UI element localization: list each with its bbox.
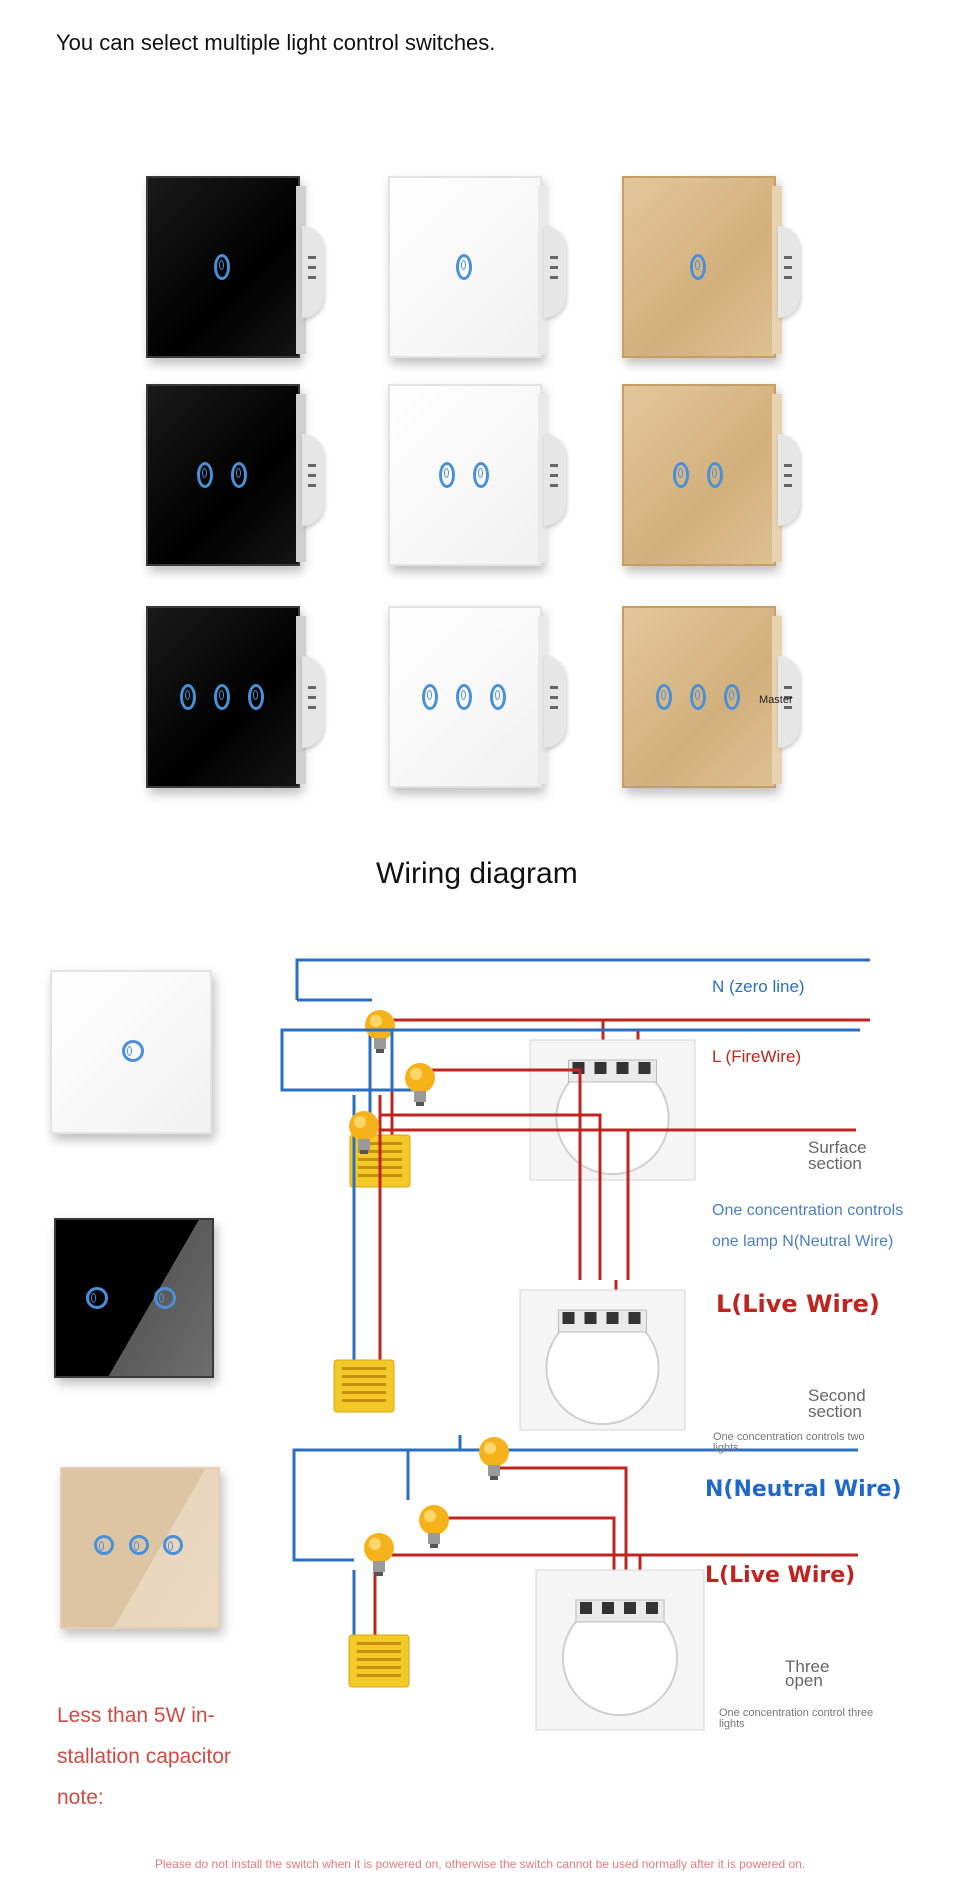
touch-key-icon bbox=[439, 462, 455, 488]
neutral-wire bbox=[280, 1050, 420, 1092]
touch-key-icon bbox=[214, 684, 230, 710]
live-wire bbox=[492, 1455, 628, 1570]
white-1-gang-switch bbox=[388, 176, 566, 358]
footer-warning: Please do not install the switch when it… bbox=[154, 1857, 806, 1871]
live-wire bbox=[373, 1553, 858, 1560]
neutral-line-label: N (zero line) bbox=[712, 977, 805, 996]
light-bulb-icon bbox=[349, 1111, 379, 1154]
touch-key-icon bbox=[129, 1535, 149, 1555]
wiring-diagram-drawing bbox=[280, 958, 870, 1731]
gold-1-gang-switch bbox=[622, 176, 800, 358]
gold-2-gang-switch bbox=[622, 384, 800, 566]
black-3-gang-switch bbox=[146, 606, 324, 788]
neutral-wire bbox=[292, 1475, 354, 1562]
touch-key-icon bbox=[86, 1287, 108, 1309]
live-wire bbox=[380, 1113, 602, 1280]
touch-key-icon bbox=[122, 1040, 144, 1062]
capacitor-note: Less than 5W in- stallation capacitor no… bbox=[57, 1704, 231, 1809]
touch-key-icon bbox=[690, 684, 706, 710]
switch-back-plate bbox=[529, 1039, 696, 1181]
light-bulb-icon bbox=[364, 1533, 394, 1576]
touch-key-icon bbox=[422, 684, 438, 710]
black-1-gang-switch bbox=[146, 176, 324, 358]
master-label: Master bbox=[759, 694, 793, 706]
touch-key-icon bbox=[707, 462, 723, 488]
neutral-wire bbox=[280, 1028, 860, 1050]
touch-key-icon bbox=[690, 254, 706, 280]
touch-key-icon bbox=[197, 462, 213, 488]
live-line-label: L(Live Wire) bbox=[705, 1563, 856, 1588]
touch-key-icon bbox=[456, 254, 472, 280]
wiring-diagram-title: Wiring diagram bbox=[376, 857, 578, 890]
intro-text: You can select multiple light control sw… bbox=[56, 30, 496, 55]
touch-key-icon bbox=[724, 684, 740, 710]
gold-3-gang-switch bbox=[622, 606, 800, 788]
light-bulb-icon bbox=[365, 1010, 395, 1053]
touch-key-icon bbox=[656, 684, 672, 710]
touch-key-icon bbox=[231, 462, 247, 488]
switch-back-plate bbox=[535, 1569, 705, 1731]
touch-key-icon bbox=[154, 1287, 176, 1309]
white-2-gang-switch bbox=[388, 384, 566, 566]
touch-key-icon bbox=[214, 254, 230, 280]
touch-key-icon bbox=[473, 462, 489, 488]
neutral-wire bbox=[295, 958, 870, 1000]
two-gang-black-panel bbox=[54, 1218, 214, 1398]
touch-key-icon bbox=[673, 462, 689, 488]
live-wire bbox=[436, 1516, 616, 1570]
touch-key-icon bbox=[94, 1535, 114, 1555]
touch-key-icon bbox=[456, 684, 472, 710]
white-3-gang-switch bbox=[388, 606, 566, 788]
neutral-line-label: N(Neutral Wire) bbox=[705, 1477, 902, 1502]
neutral-wire bbox=[292, 1448, 858, 1475]
live-wire bbox=[378, 1110, 856, 1132]
touch-key-icon bbox=[490, 684, 506, 710]
switch-back-plate bbox=[519, 1289, 686, 1431]
touch-key-icon bbox=[180, 684, 196, 710]
capacitor-icon bbox=[333, 1359, 395, 1413]
capacitor-icon bbox=[348, 1634, 410, 1688]
touch-key-icon bbox=[248, 684, 264, 710]
live-line-label: L(Live Wire) bbox=[716, 1290, 880, 1318]
live-line-label: L (FireWire) bbox=[712, 1047, 802, 1066]
light-bulb-icon bbox=[405, 1063, 435, 1106]
black-2-gang-switch bbox=[146, 384, 324, 566]
light-bulb-icon bbox=[419, 1505, 449, 1548]
touch-key-icon bbox=[163, 1535, 183, 1555]
light-bulb-icon bbox=[479, 1437, 509, 1480]
